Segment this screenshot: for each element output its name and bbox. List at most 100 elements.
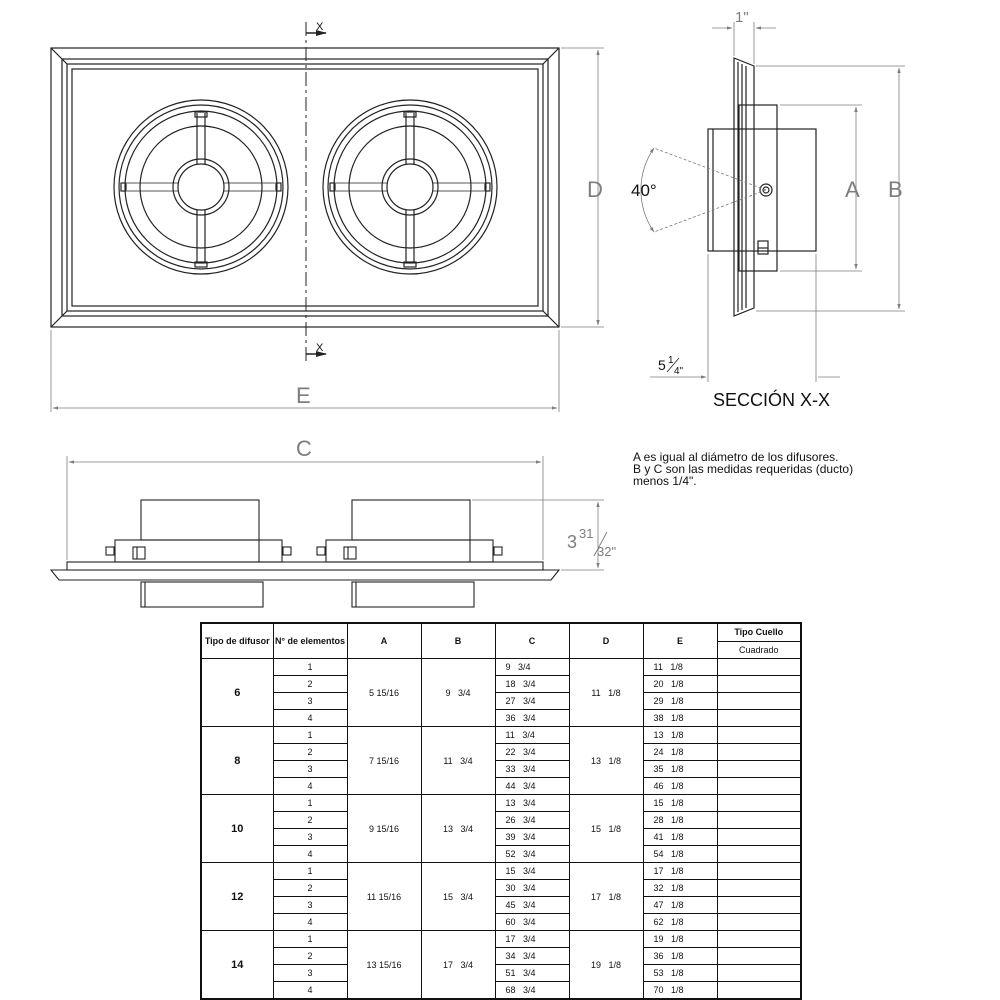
cell-c: 68 3/4 — [494, 981, 570, 1000]
cell-tipo: 12 — [200, 862, 274, 931]
angle-dimension — [640, 147, 767, 233]
bottom-view — [49, 499, 561, 608]
cell-a: 5 15/16 — [346, 658, 422, 727]
cell-cuello — [716, 862, 802, 880]
header-c: C — [494, 622, 570, 659]
table-row: 4 60 3/4 62 1/8 — [201, 913, 802, 931]
section-title: SECCIÓN X-X — [713, 389, 830, 410]
cell-cuello — [716, 828, 802, 846]
section-mark-bottom: X — [316, 342, 324, 354]
cell-c: 27 3/4 — [494, 692, 570, 710]
cell-c: 26 3/4 — [494, 811, 570, 829]
cell-c: 17 3/4 — [494, 930, 570, 948]
cell-c: 11 3/4 — [494, 726, 570, 744]
cell-e: 35 1/8 — [642, 760, 718, 778]
header-cuello: Tipo Cuello — [716, 622, 802, 642]
cell-e: 53 1/8 — [642, 964, 718, 982]
cell-e: 41 1/8 — [642, 828, 718, 846]
note-line: B y C son las medidas requeridas (ducto) — [633, 462, 854, 476]
table-row: 3 51 3/4 53 1/8 — [201, 964, 802, 982]
cell-elementos: 3 — [272, 760, 348, 778]
dimension-e-label: E — [296, 383, 311, 408]
note-line: A es igual al diámetro de los difusores. — [633, 450, 839, 464]
dimension-five-quarter — [650, 254, 840, 382]
cell-elementos: 3 — [272, 964, 348, 982]
cell-elementos: 1 — [272, 658, 348, 676]
cell-elementos: 1 — [272, 930, 348, 948]
cell-c: 39 3/4 — [494, 828, 570, 846]
cell-elementos: 4 — [272, 913, 348, 931]
cell-elementos: 2 — [272, 743, 348, 761]
dimension-a-label: A — [845, 177, 860, 202]
cell-elementos: 2 — [272, 675, 348, 693]
table-row: 4 44 3/4 46 1/8 — [201, 777, 802, 795]
cell-c: 9 3/4 — [494, 658, 570, 676]
dimension-b-label: B — [888, 177, 903, 202]
cell-e: 46 1/8 — [642, 777, 718, 795]
cell-elementos: 3 — [272, 828, 348, 846]
cell-c: 13 3/4 — [494, 794, 570, 812]
dimension-height-whole: 3 — [567, 532, 577, 552]
cell-c: 52 3/4 — [494, 845, 570, 863]
cell-elementos: 2 — [272, 947, 348, 965]
cell-cuello — [716, 777, 802, 795]
section-view — [707, 57, 817, 317]
cell-cuello — [716, 913, 802, 931]
cell-e: 15 1/8 — [642, 794, 718, 812]
cell-a: 11 15/16 — [346, 862, 422, 931]
cell-cuello — [716, 709, 802, 727]
cell-d: 11 1/8 — [568, 658, 644, 727]
cell-e: 36 1/8 — [642, 947, 718, 965]
cell-cuello — [716, 692, 802, 710]
cell-c: 36 3/4 — [494, 709, 570, 727]
cell-e: 38 1/8 — [642, 709, 718, 727]
cell-e: 54 1/8 — [642, 845, 718, 863]
cell-e: 62 1/8 — [642, 913, 718, 931]
dimension-e — [50, 330, 560, 412]
cell-elementos: 3 — [272, 692, 348, 710]
cell-elementos: 4 — [272, 777, 348, 795]
cell-cuello — [716, 896, 802, 914]
diffuser-right — [322, 99, 498, 275]
cell-b: 13 3/4 — [420, 794, 496, 863]
dimension-b — [756, 65, 905, 312]
cell-d: 17 1/8 — [568, 862, 644, 931]
notes: A es igual al diámetro de los difusores.… — [633, 451, 923, 487]
cell-elementos: 2 — [272, 879, 348, 897]
diffuser-left — [113, 99, 289, 275]
cell-tipo: 8 — [200, 726, 274, 795]
cell-cuello — [716, 981, 802, 1000]
dimension-height-num: 31 — [579, 526, 593, 541]
cell-cuello — [716, 964, 802, 982]
cell-c: 45 3/4 — [494, 896, 570, 914]
cell-elementos: 1 — [272, 862, 348, 880]
cell-c: 44 3/4 — [494, 777, 570, 795]
table-row: 3 27 3/4 29 1/8 — [201, 692, 802, 710]
cell-c: 18 3/4 — [494, 675, 570, 693]
section-mark-top: X — [316, 21, 324, 33]
cell-e: 19 1/8 — [642, 930, 718, 948]
cell-d: 19 1/8 — [568, 930, 644, 1000]
cell-c: 60 3/4 — [494, 913, 570, 931]
cell-elementos: 4 — [272, 709, 348, 727]
angle-label: 40° — [631, 181, 657, 200]
cell-cuello — [716, 845, 802, 863]
cell-e: 29 1/8 — [642, 692, 718, 710]
cell-elementos: 2 — [272, 811, 348, 829]
cell-a: 13 15/16 — [346, 930, 422, 1000]
cell-c: 51 3/4 — [494, 964, 570, 982]
dimension-c-label: C — [296, 436, 312, 461]
cell-c: 15 3/4 — [494, 862, 570, 880]
cell-c: 30 3/4 — [494, 879, 570, 897]
header-a: A — [346, 622, 422, 659]
header-b: B — [420, 622, 496, 659]
cell-b: 17 3/4 — [420, 930, 496, 1000]
cell-cuello — [716, 658, 802, 676]
front-view — [50, 22, 560, 362]
